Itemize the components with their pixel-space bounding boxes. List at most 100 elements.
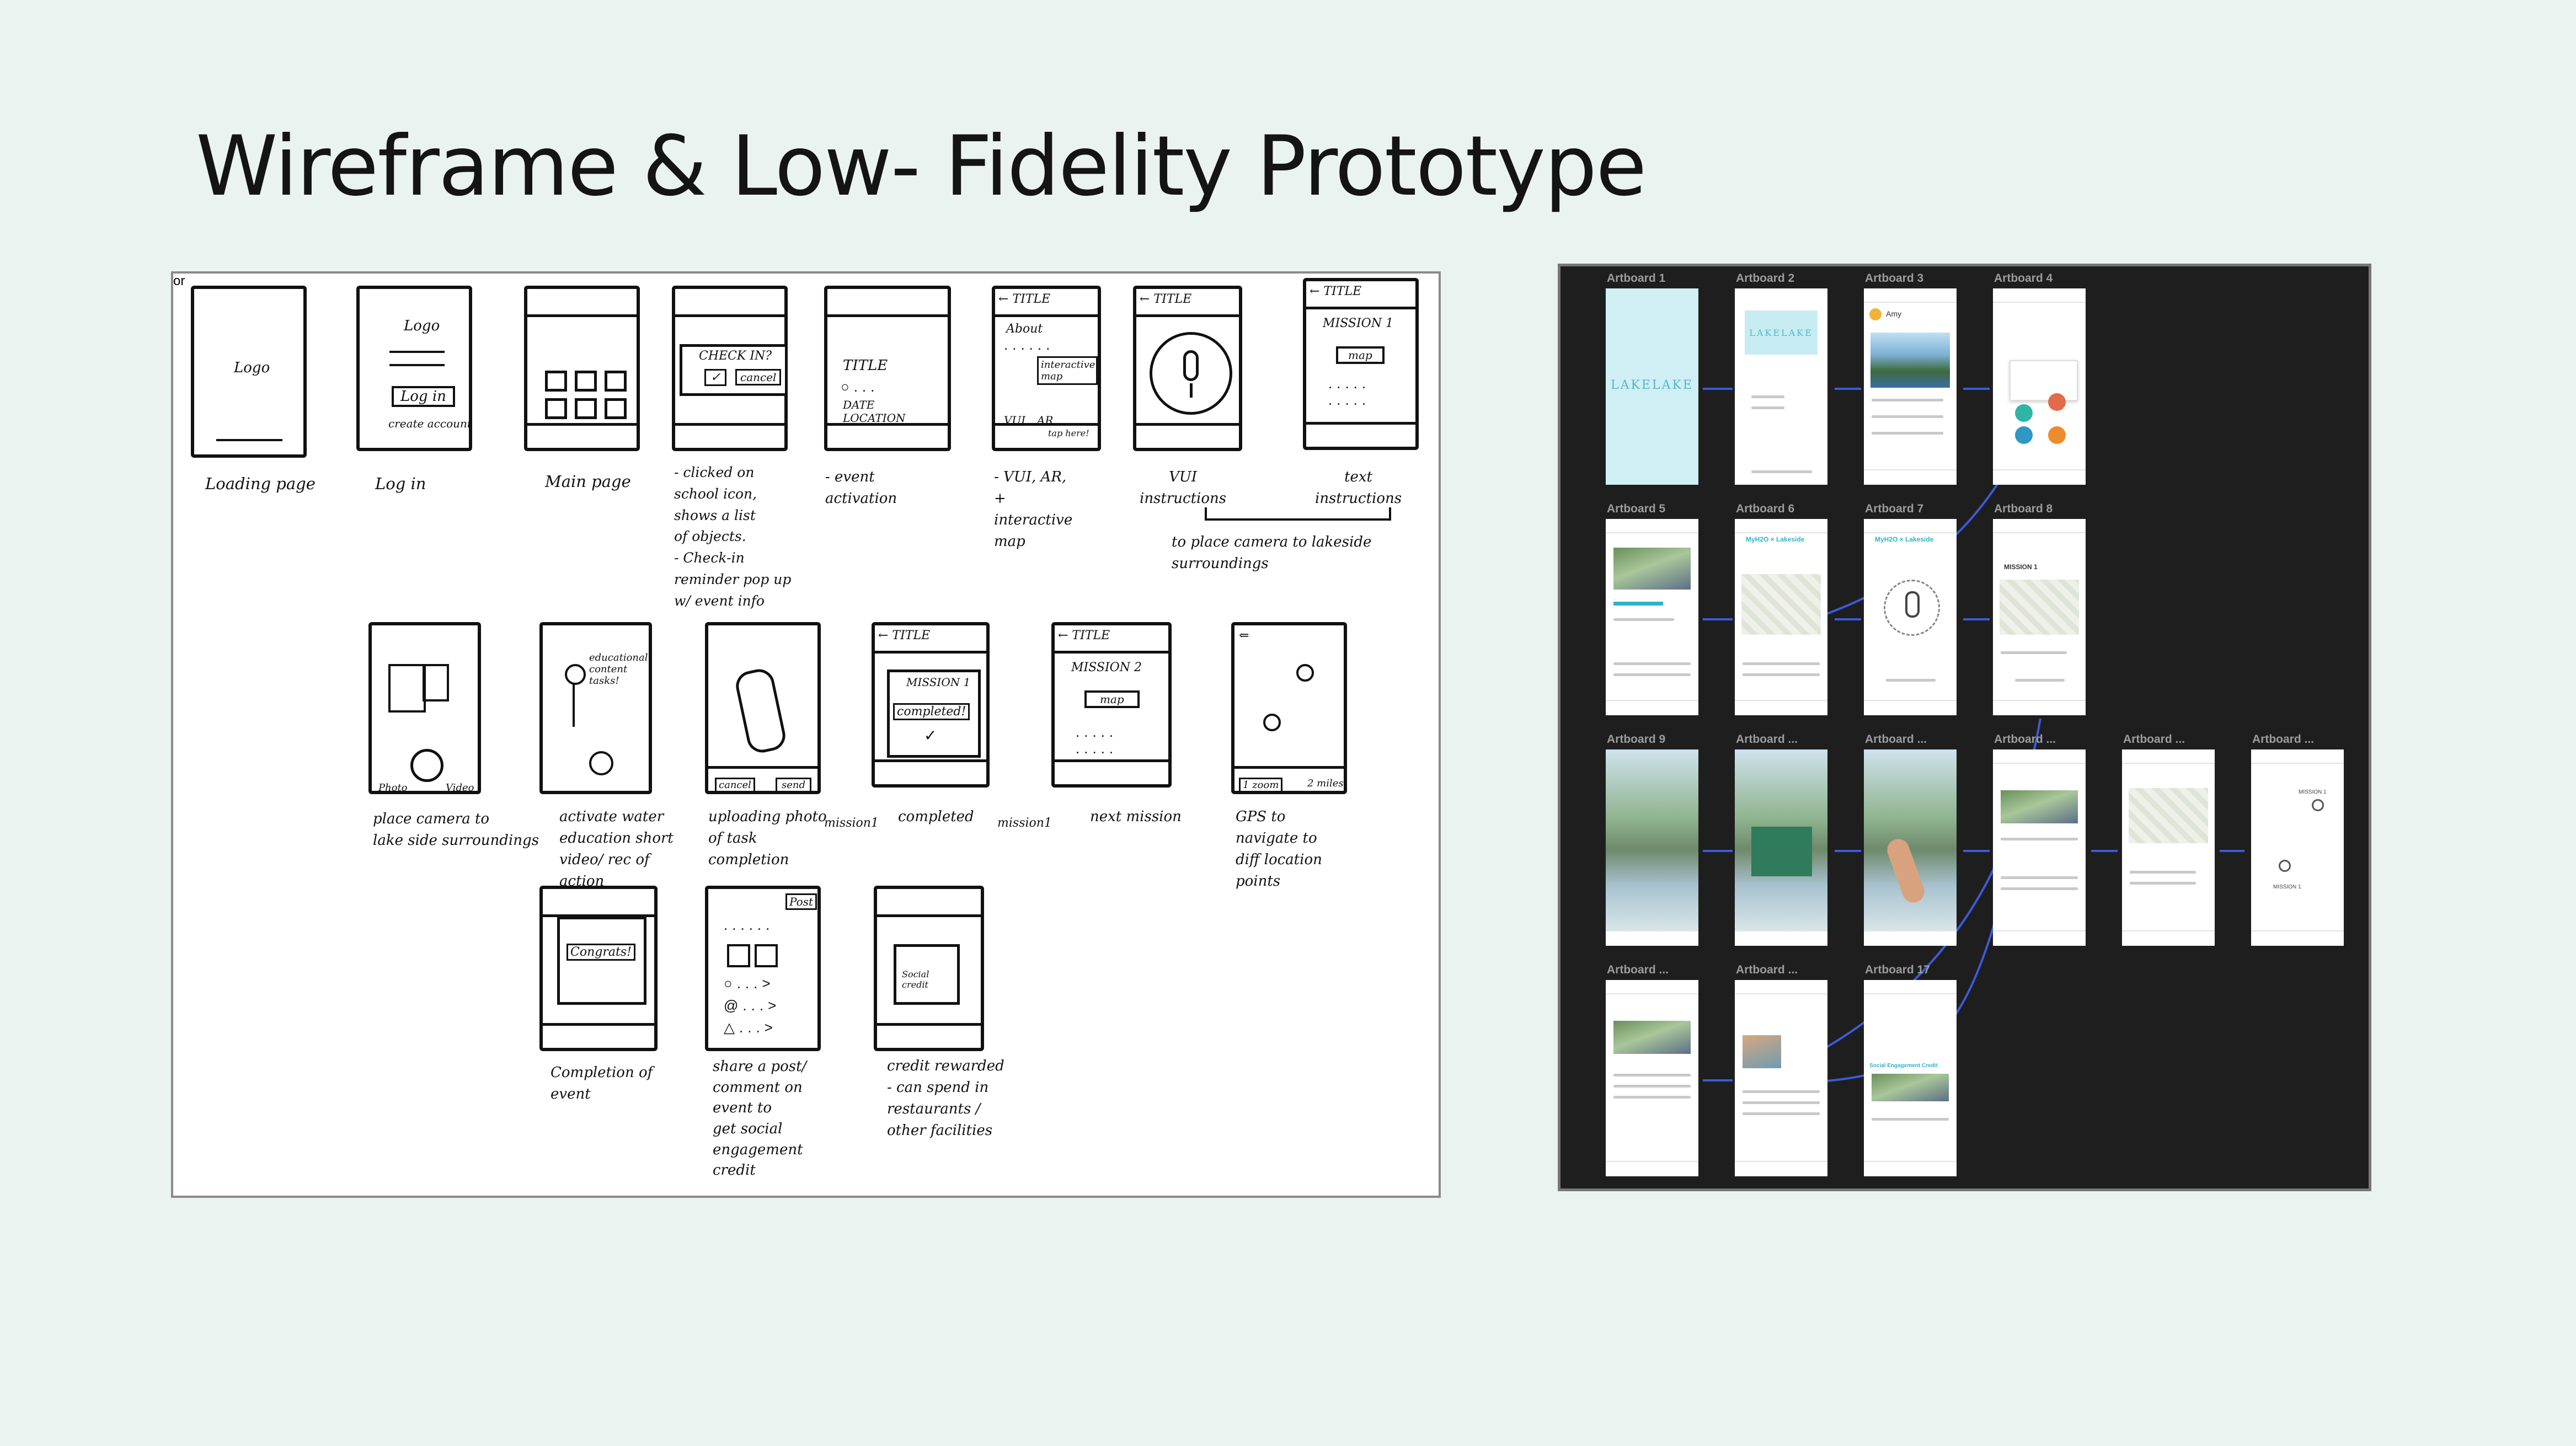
artboard-capture[interactable] (1864, 749, 1957, 946)
artboard-camera[interactable] (1606, 749, 1698, 946)
sketch-edu-note: educational content tasks! (589, 652, 648, 687)
sketch-create-account: create account (388, 417, 472, 430)
artboard-label: Artboard ... (1736, 733, 1798, 746)
caption-vui-ar-map: - VUI, AR, + interactive map (994, 469, 1073, 550)
sketch-login-button: Log in (392, 386, 455, 407)
artboard-completion[interactable] (1606, 980, 1698, 1176)
sketch-camera-view: Photo Video (368, 622, 481, 794)
sketch-upload-send: send (776, 778, 812, 792)
artboard-video[interactable] (1735, 749, 1827, 946)
artboard-event[interactable] (1606, 519, 1698, 715)
mission-map (1741, 574, 1821, 635)
artboard-label: Artboard 1 (1607, 272, 1666, 285)
sketch-main-page (524, 286, 640, 451)
microphone-icon (1884, 580, 1940, 636)
artboard-label: Artboard ... (1736, 963, 1798, 976)
sketch-info-vui: VUI (1004, 414, 1026, 427)
map-pin-icon (2312, 799, 2324, 811)
sketch-checkin-popup: CHECK IN? ✓ cancel (672, 286, 788, 451)
sketch-event-location: LOCATION (843, 411, 906, 425)
sketch-event-date: DATE (843, 398, 875, 411)
social-credit-title: Social Engagement Credit (1869, 1063, 1938, 1069)
artboard-splash[interactable]: LAKELAKE (1606, 288, 1698, 485)
sketch-loading-page: Logo (191, 286, 307, 458)
artboard-gps[interactable]: MISSION 1 MISSION 1 (2251, 749, 2344, 946)
check-icon: ✓ (924, 726, 937, 745)
caption-text-instructions: text instructions (1315, 469, 1402, 507)
mission-header: MyH2O × Lakeside (1875, 535, 1934, 543)
artboard-label: Artboard ... (2123, 733, 2185, 746)
caption-share-post: share a post/ comment on event to get so… (713, 1058, 807, 1179)
sketch-event-activation: TITLE ○... DATE LOCATION (824, 286, 951, 451)
sketch-gps-map: ⇐ 1 zoom 2 miles (1231, 622, 1347, 794)
sketch-completed-header: ← TITLE (878, 629, 931, 642)
caption-vui-instructions: VUI instructions (1140, 469, 1227, 507)
sketch-vui-instructions: ← TITLE (1133, 286, 1242, 451)
sketch-info-ar: AR (1037, 414, 1054, 427)
mission-1-title: MISSION 1 (2004, 563, 2038, 571)
artboard-login[interactable]: LAKELAKE (1735, 288, 1827, 485)
prototype-artboards-panel: Artboard 1 LAKELAKE Artboard 2 LAKELAKE … (1558, 264, 2371, 1191)
artboard-label: Artboard 5 (1607, 502, 1666, 515)
caption-place-camera: to place camera to lakeside surroundings (1172, 534, 1372, 572)
caption-main-page: Main page (545, 472, 631, 491)
sketch-wireframe-panel: Logo Logo Log in create account CHECK IN… (171, 271, 1441, 1198)
artboard-vui[interactable]: MyH2O × Lakeside (1864, 519, 1957, 715)
app-logo: LAKELAKE (1611, 378, 1693, 392)
home-photo (1870, 333, 1950, 388)
sketch-text-header: ← TITLE (1310, 285, 1362, 298)
artboard-label: Artboard ... (1994, 733, 2056, 746)
artboard-label: Artboard 9 (1607, 733, 1666, 746)
sketch-completion-congrats: Congrats! (539, 886, 658, 1051)
caption-event-activation: - event activation (825, 469, 897, 507)
sketch-checkin-cancel: cancel (735, 369, 782, 385)
arrow-label-mission1-b: mission1 (997, 816, 1052, 830)
sketch-photo-label: Photo (378, 782, 408, 794)
artboard-mission-1[interactable]: MISSION 1 (1993, 519, 2086, 715)
artboard-mission-2[interactable] (2122, 749, 2215, 946)
artboard-social-credit[interactable]: Social Engagement Credit (1864, 980, 1957, 1176)
mission-map (2000, 580, 2079, 635)
sketch-info-header: ← TITLE (998, 292, 1051, 306)
sketch-info-map: interactive map (1037, 356, 1098, 385)
arrow-label-mission1-a: mission1 (824, 816, 879, 830)
artboard-share-post[interactable] (1735, 980, 1827, 1176)
caption-gps: GPS to navigate to diff location points (1236, 808, 1322, 890)
caption-log-in: Log in (375, 474, 426, 493)
back-arrow-icon: ⇐ (1239, 629, 1249, 642)
sketch-next-map: map (1084, 690, 1140, 708)
artboard-label: Artboard ... (1607, 963, 1669, 976)
sketch-checkin-title: CHECK IN? (699, 349, 772, 363)
map-pin-icon (2279, 860, 2291, 872)
sketch-info-about: About (1006, 322, 1043, 336)
sketch-or-label: or (173, 274, 185, 288)
sketch-post-button: Post (785, 893, 817, 910)
sketch-event-info: ← TITLE About ...... interactive map VUI… (992, 286, 1101, 451)
sketch-credit-rewarded: Social credit (874, 886, 984, 1051)
sketch-next-mission-label: MISSION 2 (1071, 661, 1142, 674)
app-logo: LAKELAKE (1745, 310, 1818, 355)
avatar (1869, 308, 1882, 320)
artboard-checkin[interactable] (1993, 288, 2086, 485)
sketch-gps-zoom: 1 zoom (1239, 778, 1283, 792)
sketch-vui-header: ← TITLE (1140, 292, 1192, 306)
artboard-home[interactable]: Amy (1864, 288, 1957, 485)
artboard-completed[interactable] (1993, 749, 2086, 946)
caption-uploading-photo: uploading photo of task completion (708, 808, 827, 868)
caption-activate-water: activate water education short video/ re… (559, 808, 674, 890)
sketch-login-logo: Logo (404, 318, 440, 334)
event-photo (1613, 548, 1691, 590)
sketch-next-mission: ← TITLE MISSION 2 map ..... ..... (1051, 622, 1172, 788)
artboard-mission-info[interactable]: MyH2O × Lakeside (1735, 519, 1827, 715)
sketch-completed-text: completed! (893, 703, 970, 720)
sketch-info-tap: tap here! (1048, 428, 1089, 438)
sketch-social-credit: Social credit (902, 969, 929, 990)
artboard-label: Artboard 8 (1994, 502, 2053, 515)
sketch-text-mission: MISSION 1 (1323, 317, 1393, 330)
caption-place-camera-row2: place camera to lake side surroundings (373, 811, 539, 849)
sketch-congrats-text: Congrats! (566, 944, 635, 961)
sketch-mission-completed: ← TITLE MISSION 1 completed! ✓ (872, 622, 990, 788)
sketch-share-post: Post ...... ○...> @...> △...> (705, 886, 821, 1051)
caption-completed: completed (898, 808, 974, 825)
artboard-label: Artboard 4 (1994, 272, 2053, 285)
